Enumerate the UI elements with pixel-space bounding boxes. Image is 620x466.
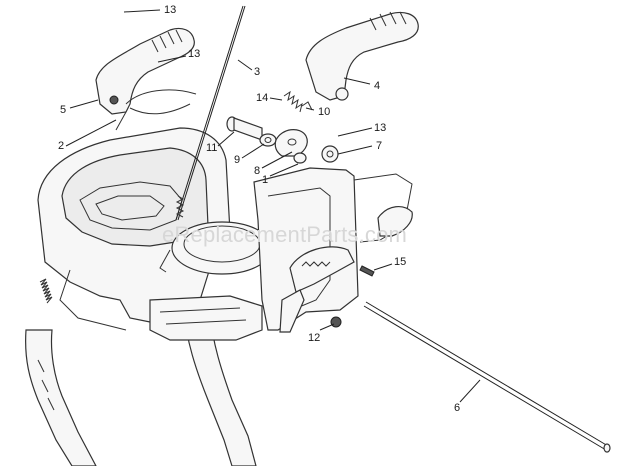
callout-13-top: 13 (164, 4, 177, 16)
callout-4: 4 (374, 80, 381, 92)
left-cable (115, 89, 197, 131)
control-bracket (253, 167, 413, 331)
watermark-text: eReplacementParts.com (162, 222, 408, 247)
callout-11: 11 (206, 142, 218, 154)
callout-15: 15 (394, 256, 407, 268)
shoulder-bolt (226, 116, 277, 147)
small-pin (359, 265, 375, 277)
callout-14: 14 (256, 92, 269, 104)
callout-9: 9 (234, 154, 241, 166)
callout-7: 7 (376, 140, 383, 152)
handle-tubes (25, 309, 257, 466)
callout-13-left: 13 (188, 48, 201, 60)
left-handle-lever (95, 27, 195, 115)
callout-3: 3 (254, 66, 261, 78)
cam-assembly (279, 246, 355, 333)
callout-6: 6 (454, 402, 461, 414)
leader-lines (65, 9, 481, 403)
linkage-plate (274, 129, 308, 164)
bushing (321, 145, 339, 163)
callout-5: 5 (60, 104, 67, 116)
callout-2: 2 (58, 140, 65, 152)
long-rod (363, 301, 611, 453)
callout-12: 12 (308, 332, 321, 344)
callout-1: 1 (262, 174, 269, 186)
right-handle-lever (305, 11, 419, 101)
small-spring (283, 90, 313, 113)
control-rod (159, 5, 246, 273)
callout-13-right: 13 (374, 122, 387, 134)
extension-spring (39, 278, 53, 304)
callout-10: 10 (318, 106, 331, 118)
callout-8: 8 (254, 165, 261, 177)
